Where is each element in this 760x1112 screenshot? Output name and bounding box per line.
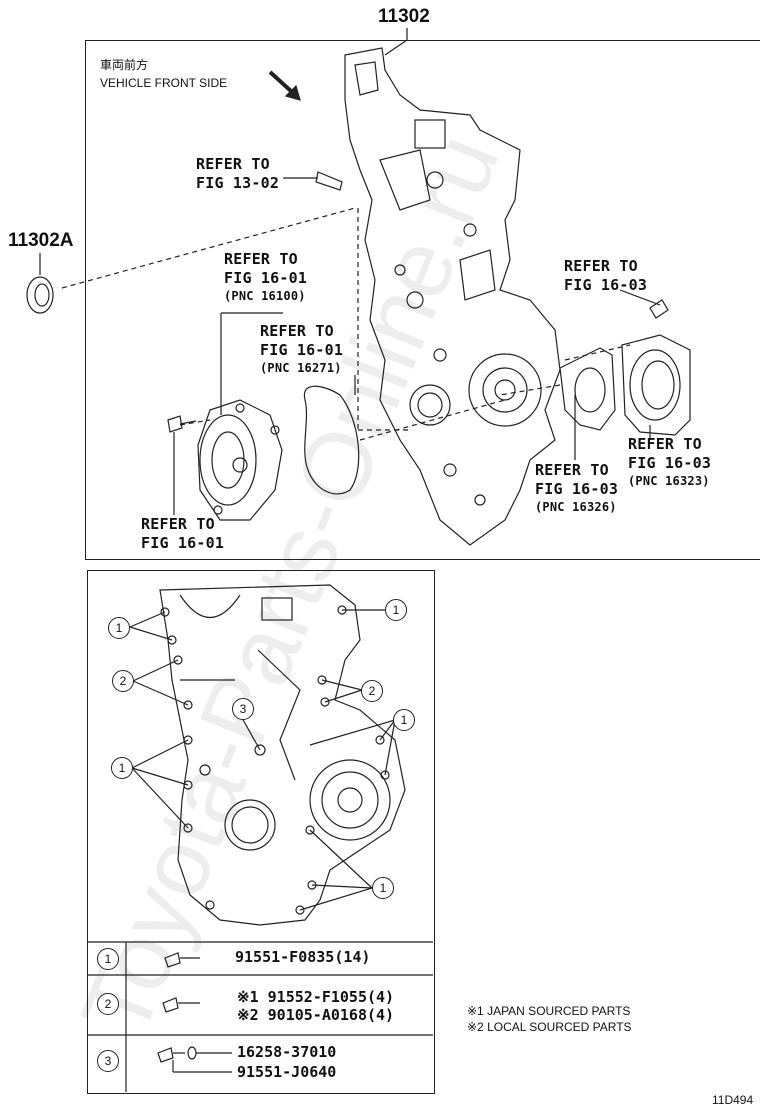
refer-fig-16-03-bolt[interactable]: REFER TO FIG 16-03 [564, 257, 647, 295]
part-number-11302[interactable]: 11302 [378, 6, 430, 27]
refer-fig-16-03-pnc16323[interactable]: REFER TO FIG 16-03 (PNC 16323) [628, 435, 711, 489]
bolt-layout-frame [87, 570, 435, 1094]
note-japan-sourced: ※1 JAPAN SOURCED PARTS [467, 1004, 631, 1018]
callout-3: 3 [232, 698, 254, 720]
refer-fig-16-03-pnc16326[interactable]: REFER TO FIG 16-03 (PNC 16326) [535, 461, 618, 515]
callout-2: 2 [112, 670, 134, 692]
part-number-11302a[interactable]: 11302A [8, 230, 74, 251]
callout-1: 1 [385, 599, 407, 621]
refer-fig-16-01-pnc16100[interactable]: REFER TO FIG 16-01 (PNC 16100) [224, 250, 307, 304]
refer-line2: FIG 13-02 [196, 174, 280, 192]
refer-pnc: (PNC 16326) [535, 500, 617, 514]
refer-line2: FIG 16-01 [260, 341, 344, 359]
inlet-housing-shape [621, 334, 691, 436]
leader-11302 [384, 39, 408, 56]
refer-line1: REFER TO [141, 515, 215, 533]
refer-line1: REFER TO [224, 250, 298, 268]
timing-cover-outline [344, 47, 561, 546]
vehicle-front-jp: 車両前方 [100, 58, 149, 72]
table-part-91552-F1055[interactable]: ※1 91552-F1055(4) [237, 988, 395, 1006]
oil-seal-shape [26, 276, 54, 314]
table-part-91551-J0640[interactable]: 91551-J0640 [237, 1063, 337, 1081]
refer-line1: REFER TO [628, 435, 702, 453]
figure-code: 11D494 [712, 1093, 754, 1107]
refer-line1: REFER TO [260, 322, 334, 340]
main-diagram-frame [85, 40, 760, 560]
callout-1: 1 [393, 709, 415, 731]
callout-2: 2 [361, 680, 383, 702]
refer-line2: FIG 16-01 [224, 269, 308, 287]
refer-line2: FIG 16-03 [564, 276, 648, 294]
refer-pnc: (PNC 16323) [628, 474, 710, 488]
refer-line1: REFER TO [564, 257, 638, 275]
refer-pnc: (PNC 16100) [224, 289, 306, 303]
refer-line1: REFER TO [535, 461, 609, 479]
table-part-91551-F0835[interactable]: 91551-F0835(14) [235, 948, 371, 966]
refer-fig-13-02[interactable]: REFER TO FIG 13-02 [196, 155, 279, 193]
pump-gasket-shape [303, 385, 360, 495]
callout-1: 1 [111, 757, 133, 779]
refer-line1: REFER TO [196, 155, 270, 173]
bolt-layout-cover [159, 584, 406, 926]
refer-pnc: (PNC 16271) [260, 361, 342, 375]
refer-line2: FIG 16-03 [628, 454, 712, 472]
callout-1: 1 [372, 877, 394, 899]
callout-1: 1 [108, 617, 130, 639]
table-num-3: 3 [97, 1050, 119, 1072]
water-pump-shape [197, 399, 283, 521]
refer-line2: FIG 16-03 [535, 480, 619, 498]
refer-fig-16-01-pnc16271[interactable]: REFER TO FIG 16-01 (PNC 16271) [260, 322, 343, 376]
refer-fig-16-01-bolt[interactable]: REFER TO FIG 16-01 [141, 515, 224, 553]
inlet-gasket-shape [559, 347, 616, 431]
table-part-16258-37010[interactable]: 16258-37010 [237, 1043, 337, 1061]
table-num-2: 2 [97, 993, 119, 1015]
vehicle-front-en: VEHICLE FRONT SIDE [100, 76, 228, 90]
table-part-90105-A0168[interactable]: ※2 90105-A0168(4) [237, 1006, 395, 1024]
refer-line2: FIG 16-01 [141, 534, 225, 552]
table-num-1: 1 [97, 948, 119, 970]
note-local-sourced: ※2 LOCAL SOURCED PARTS [467, 1020, 632, 1034]
